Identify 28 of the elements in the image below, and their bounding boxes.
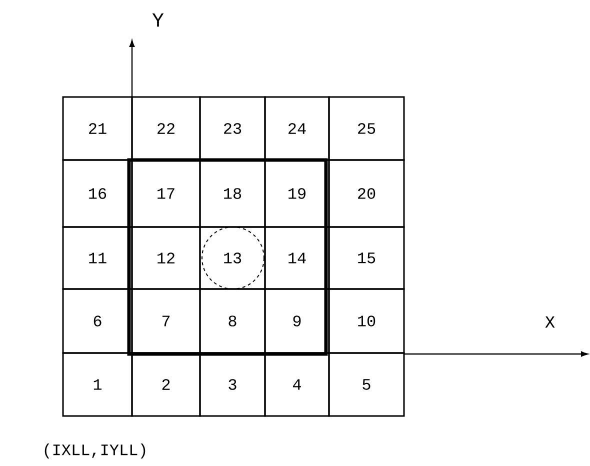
grid-cell: 10 xyxy=(328,288,405,354)
grid-cell: 18 xyxy=(199,159,266,228)
grid-cell: 15 xyxy=(328,226,405,290)
grid-cell: 9 xyxy=(264,288,330,354)
axis-label: Y xyxy=(152,13,164,27)
axis-label: X xyxy=(545,316,555,328)
grid-cell: 16 xyxy=(62,159,133,228)
grid-cell: 13 xyxy=(199,226,266,290)
grid-cell: 6 xyxy=(62,288,133,354)
grid-cell: 19 xyxy=(264,159,330,228)
grid-cell: 4 xyxy=(264,352,330,417)
grid-cell: 8 xyxy=(199,288,266,354)
grid-cell: 24 xyxy=(264,96,330,161)
grid-cell: 20 xyxy=(328,159,405,228)
grid-cell: 12 xyxy=(131,226,201,290)
grid-cell: 2 xyxy=(131,352,201,417)
grid-cell: 14 xyxy=(264,226,330,290)
grid-cell: 3 xyxy=(199,352,266,417)
grid-cell: 23 xyxy=(199,96,266,161)
grid-cell: 22 xyxy=(131,96,201,161)
grid-cell: 25 xyxy=(328,96,405,161)
grid-cell: 11 xyxy=(62,226,133,290)
grid-cell: 21 xyxy=(62,96,133,161)
grid-cell: 7 xyxy=(131,288,201,354)
coordinate-label: (IXLL,IYLL) xyxy=(44,444,146,458)
grid-cell: 17 xyxy=(131,159,201,228)
grid-cell: 5 xyxy=(328,352,405,417)
grid-cell: 1 xyxy=(62,352,133,417)
